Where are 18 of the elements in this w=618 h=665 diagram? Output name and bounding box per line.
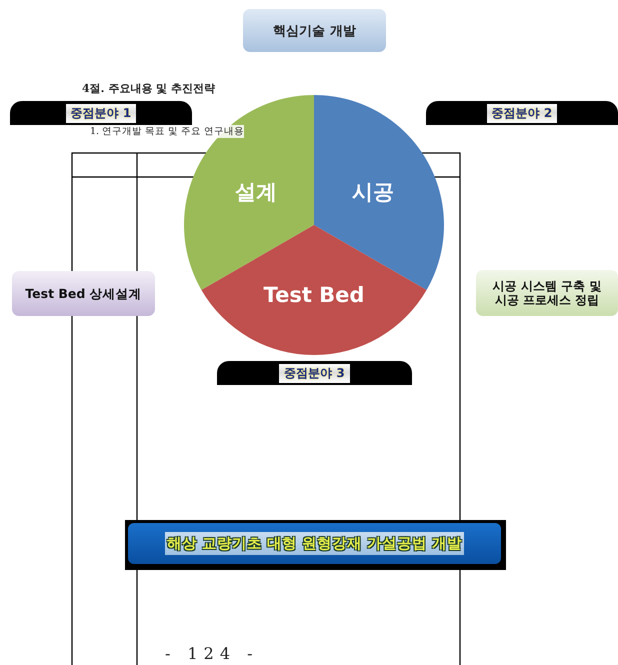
title-banner [125,520,506,570]
banner-text: 중점분야 1 [66,104,136,122]
slice-label: 설계 [235,179,277,206]
tab-banner [10,101,192,125]
title-box: 핵심기술 개발 [243,9,386,52]
rounded-box: Test Bed 상세설계 [12,271,155,316]
section-heading: 4절. 주요내용 및 추진전략 [82,81,215,96]
slice-label: Test Bed [264,283,364,307]
page-number: - 124 - [165,644,259,663]
rounded-box: 시공 시스템 구축 및 시공 프로세스 정립 [476,270,618,316]
subheading: 1. 연구개발 목표 및 주요 연구내용 [90,125,244,138]
banner-text: 중점분야 3 [279,364,350,382]
tab-banner [426,101,618,125]
pie-slice [201,225,427,355]
banner-text: 해상 교량기초 대형 원형강재 가설공법 개발 [164,532,464,555]
tab-banner [217,361,412,385]
slice-label: 시공 [352,179,394,206]
banner-text: 중점분야 2 [486,104,558,122]
